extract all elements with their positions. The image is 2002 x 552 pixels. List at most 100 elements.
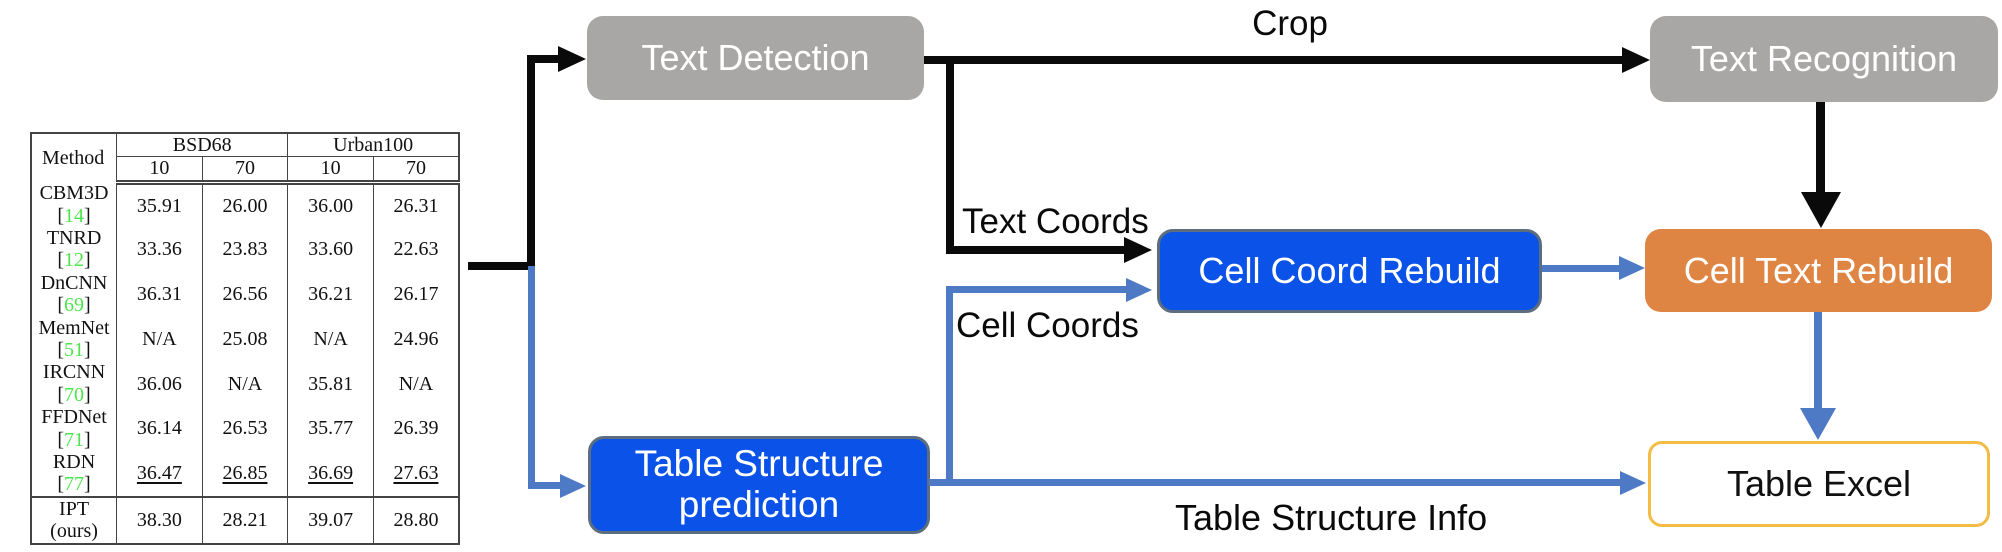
value-cell: 36.00 [287,182,374,228]
value-cell: 26.53 [201,406,289,451]
value-cell: 38.30 [116,495,203,544]
edge-text-coords-horizontal [946,246,1126,254]
edge-into-text-detection [531,55,561,63]
arrowhead-right-icon [1620,471,1646,495]
value-cell: 33.60 [287,227,374,272]
edge-junction-up [527,55,535,270]
table-header-bsd68: BSD68 [116,133,289,158]
value-cell: 36.06 [116,361,203,407]
arrowhead-right-icon [560,474,586,498]
method-cell: TNRD [12] [30,227,118,272]
edge-label-crop: Crop [1252,4,1328,43]
citation-ref: 69 [64,294,85,317]
citation-ref: 12 [64,249,85,272]
citation-ref: 14 [64,204,85,227]
citation-ref: 71 [64,428,85,451]
node-text-detection: Text Detection [587,16,924,100]
value-cell: N/A [116,316,203,362]
value-cell: 22.63 [372,227,460,272]
value-cell: N/A [372,361,460,407]
node-text-recognition: Text Recognition [1650,16,1998,102]
edge-cell-coords-vertical [946,292,953,482]
arrowhead-right-icon [1126,278,1152,302]
value-cell: 36.31 [116,271,203,317]
edge-table-structure-info [929,479,1622,486]
method-cell: RDN [77] [30,450,118,497]
node-label-line1: Table Structure [634,443,884,485]
edge-label-text-coords: Text Coords [962,202,1149,241]
citation-ref: 70 [64,383,85,406]
edge-label-cell-coords: Cell Coords [956,306,1139,345]
method-cell: IPT (ours) [30,495,118,544]
table-subheader: 70 [372,156,460,185]
value-cell: 26.85 [201,450,289,497]
edge-recognition-to-rebuild [1816,102,1825,194]
edge-rebuild-to-excel [1814,312,1822,410]
edge-text-coords-vertical [946,60,954,248]
edge-into-structure-prediction [531,482,563,489]
node-table-excel: Table Excel [1648,441,1990,527]
arrowhead-right-icon [1124,237,1152,263]
value-cell: 36.47 [116,450,203,497]
value-cell: 36.69 [287,450,374,497]
method-cell: CBM3D [14] [30,182,118,228]
value-cell: N/A [201,361,289,407]
arrowhead-right-icon [558,46,586,72]
value-cell: 28.80 [372,495,460,544]
edge-junction-down [528,266,535,489]
value-cell: 26.17 [372,271,460,317]
value-cell: 23.83 [201,227,289,272]
table-header-urban100: Urban100 [287,133,460,158]
value-cell: 24.96 [372,316,460,362]
edge-crop [924,56,1624,64]
citation-ref: 51 [64,339,85,362]
table-subheader: 70 [201,156,289,185]
value-cell: 26.39 [372,406,460,451]
edge-coord-to-text-rebuild [1542,265,1622,272]
value-cell: 35.77 [287,406,374,451]
value-cell: 33.36 [116,227,203,272]
arrowhead-down-icon [1801,192,1841,228]
table-header-method: Method [30,133,118,183]
input-table-image: Method BSD68 Urban100 10 70 10 70 CBM3D … [30,132,460,545]
table-subheader: 10 [287,156,374,185]
node-label-line2: prediction [678,484,840,525]
value-cell: 39.07 [287,495,374,544]
value-cell: 35.91 [116,182,203,228]
value-cell: 26.00 [201,182,289,228]
edge-table-to-junction [468,262,534,270]
value-cell: 26.31 [372,182,460,228]
value-cell: 27.63 [372,450,460,497]
citation-ref: 77 [64,473,85,496]
value-cell: 25.08 [201,316,289,362]
node-cell-coord-rebuild: Cell Coord Rebuild [1157,229,1542,313]
value-cell: 36.21 [287,271,374,317]
edge-cell-coords-horizontal [946,286,1128,293]
results-table: Method BSD68 Urban100 10 70 10 70 CBM3D … [30,132,460,545]
arrowhead-down-icon [1800,408,1836,440]
method-cell: IRCNN [70] [30,361,118,407]
method-cell: DnCNN [69] [30,271,118,317]
value-cell: 28.21 [201,495,289,544]
table-subheader: 10 [116,156,203,185]
value-cell: N/A [287,316,374,362]
arrowhead-right-icon [1622,47,1650,73]
value-cell: 26.56 [201,271,289,317]
method-cell: MemNet [51] [30,316,118,362]
value-cell: 35.81 [287,361,374,407]
node-cell-text-rebuild: Cell Text Rebuild [1645,229,1992,312]
method-cell: FFDNet [71] [30,406,118,451]
node-table-structure-prediction: Table Structure prediction [588,436,930,534]
arrowhead-right-icon [1619,256,1645,280]
value-cell: 36.14 [116,406,203,451]
